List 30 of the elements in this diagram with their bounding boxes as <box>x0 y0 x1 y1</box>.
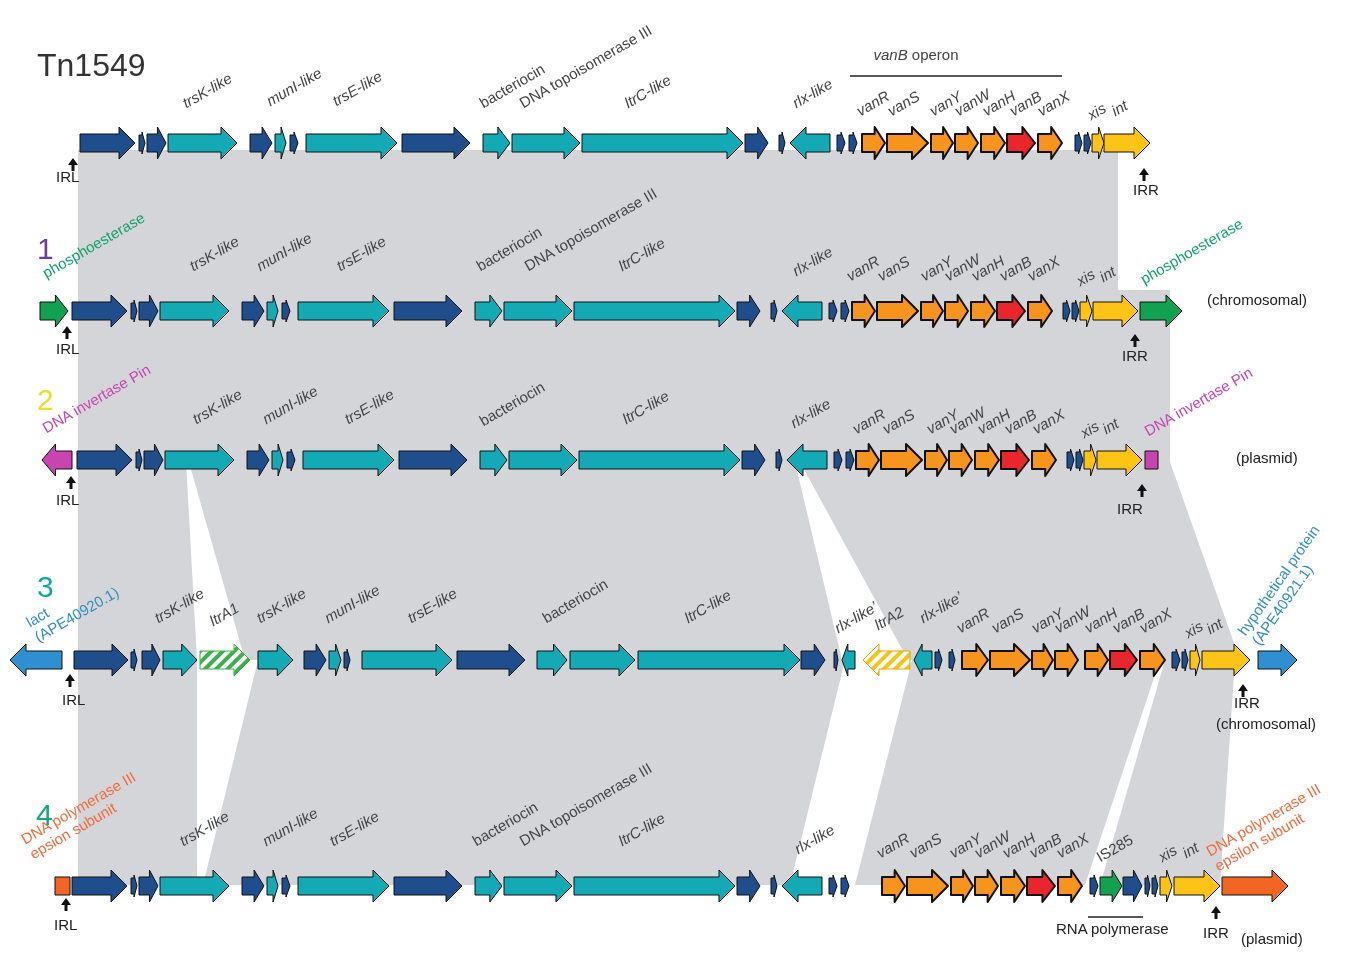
gene-label: xis <box>1084 100 1109 124</box>
gene-label: int <box>1096 263 1119 286</box>
row-number: 2 <box>37 383 54 416</box>
gene-label: xis <box>1155 842 1180 866</box>
location-label: (plasmid) <box>1236 450 1298 467</box>
location-label: (plasmid) <box>1241 931 1303 948</box>
boundary-label: IRL <box>56 169 80 186</box>
gene-label: vanS <box>988 605 1027 637</box>
location-label: (chromosomal) <box>1207 292 1308 309</box>
gene-label: xis <box>1073 266 1098 290</box>
location-label: (chromosomal) <box>1216 716 1317 733</box>
boundary-label: IRL <box>56 492 80 509</box>
gene-label: xis <box>1077 418 1102 442</box>
boundary-label: IRL <box>54 917 78 934</box>
boundary-label: IRR <box>1234 695 1260 712</box>
gene-label: ltrA1 <box>206 599 242 630</box>
boundary-label: IRR <box>1203 925 1229 942</box>
boundary-label: IRR <box>1122 348 1148 365</box>
boundary-label: IRL <box>62 692 86 709</box>
gene-label: int <box>1108 97 1131 120</box>
gene-label: int <box>1179 839 1202 862</box>
boundary-label: IRL <box>56 341 80 358</box>
title: Tn1549 <box>37 48 146 84</box>
boundary-label: IRR <box>1133 182 1159 199</box>
gene-label: int <box>1099 415 1122 438</box>
gene-label: int <box>1203 615 1226 638</box>
gene-label: xis <box>1181 618 1206 642</box>
location-label: RNA polymerase <box>1056 921 1169 938</box>
boundary-label: IRR <box>1117 501 1143 518</box>
operon-label: vanB operon <box>873 47 959 64</box>
